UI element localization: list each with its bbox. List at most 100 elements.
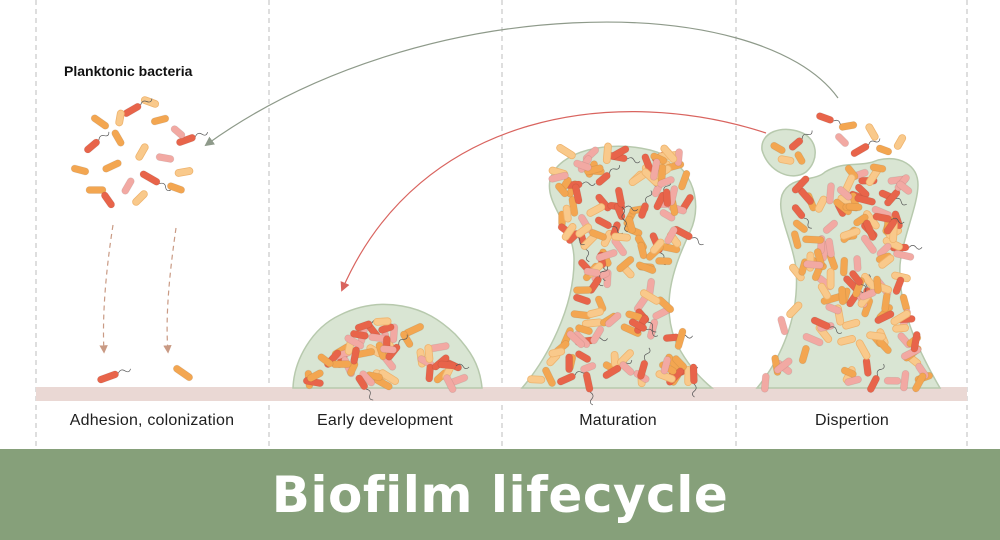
bacterium [798,344,810,365]
bacterium [174,167,194,177]
bacterium [90,114,110,130]
mature-biofilm-bacteria [527,142,704,406]
bacterium [139,170,171,191]
bacterium [674,327,687,350]
bacterium [657,175,675,188]
bacterium [853,213,869,227]
bacterium [637,241,648,260]
dispersal-return-arrow [204,21,839,147]
bacterium [378,369,399,385]
bacterium [97,368,131,384]
bacterium [574,350,592,363]
bacterium [844,375,862,387]
adhered-bacteria [97,364,194,384]
bacterium [803,260,824,270]
bacterium [527,375,546,384]
title-banner: Biofilm lifecycle [0,449,1000,540]
bacterium [836,185,853,201]
detached-clump-bacteria [770,130,813,165]
bacterium [619,361,635,376]
bacterium [102,159,122,173]
bacterium [589,325,605,345]
bacterium [572,286,593,295]
bacterium [150,114,170,126]
bacterium [548,171,569,183]
bacterium [602,142,612,165]
bacterium [111,129,125,147]
bacterium [893,134,907,150]
bacterium [826,268,835,290]
bacterium [132,190,148,206]
bacterium [565,353,573,374]
bacterium [770,141,786,155]
recolonization-arrow [340,111,767,292]
bacterium [855,339,871,360]
bacterium [791,203,812,229]
stage-label-maturation: Maturation [579,412,657,429]
bacterium [625,215,636,234]
bacterium [172,364,194,382]
bacterium [425,363,435,383]
bacterium [788,130,813,151]
bacterium [672,355,688,371]
bacterium [760,372,770,393]
dispersing-biofilm-bacteria [760,164,934,393]
bacterium [580,361,597,374]
bacterium [399,330,414,348]
bacterium [822,219,839,234]
bacterium [639,289,661,305]
bacterium [842,318,861,330]
bacterium [794,151,806,165]
bacterium [554,182,569,198]
bacterium [892,324,909,333]
bacterium [166,182,186,194]
bacterium [655,257,673,266]
bacterium [677,169,691,191]
planktonic-bacteria-cluster [70,96,208,209]
bacterium [344,334,365,350]
surface-strip [36,387,967,401]
bacterium [575,324,593,336]
released-bacteria [815,112,907,173]
bacterium [834,132,850,148]
planktonic-bacteria-label: Planktonic bacteria [64,63,193,79]
bacterium [575,223,592,238]
bacterium [373,317,392,326]
bacterium [910,330,921,353]
bacterium [825,303,842,315]
early-biofilm-bacteria [302,317,470,401]
bacterium [331,360,352,369]
bacterium [617,349,634,367]
attachment-arrow [163,227,177,354]
detached-biofilm-clump [761,128,816,177]
bacterium [862,219,877,241]
bacterium [874,310,895,325]
stage-label-early-development: Early development [317,412,453,429]
bacterium [317,353,334,368]
diagram-title: Biofilm lifecycle [271,465,729,524]
bacterium [792,219,809,234]
bacterium [635,261,657,275]
bacterium [810,316,843,334]
bacterium [873,275,882,295]
bacterium [655,370,676,383]
bacterium [583,267,601,277]
bacterium [100,191,116,209]
bacterium [614,186,626,221]
bacterium [899,369,910,392]
bacterium [170,125,186,139]
bacterium [616,255,635,273]
bacterium [443,374,457,394]
bacterium [837,285,847,306]
bacterium [802,332,824,347]
bacterium [562,204,572,223]
bacterium [155,153,175,163]
bacterium [561,223,577,241]
stage-dividers [35,0,968,449]
bacterium [349,329,369,340]
attachment-arrow [99,224,114,354]
bacterium [866,331,887,341]
bacterium [135,143,149,161]
bacterium [883,376,902,385]
bacterium [586,203,606,217]
